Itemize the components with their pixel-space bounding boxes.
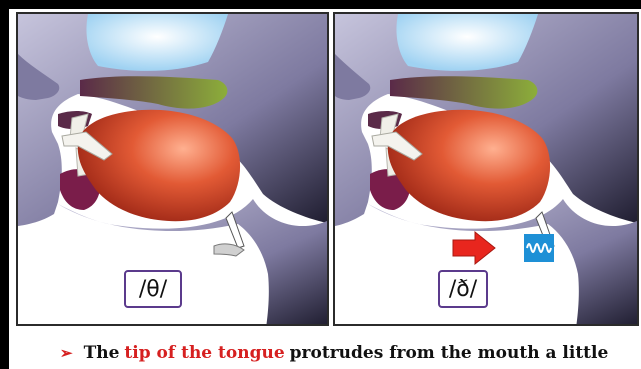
red-arrow-icon (453, 232, 495, 264)
nasal-cavity (86, 14, 228, 71)
eth-panel: /ð/ (333, 12, 639, 326)
tongue (78, 110, 240, 221)
tongue (388, 110, 550, 221)
caption-text-before: The (84, 343, 120, 363)
sound-wave-icon (524, 234, 554, 262)
phoneme-symbol-theta: /θ/ (124, 270, 182, 308)
slide-top-border (0, 0, 641, 9)
phoneme-symbol-eth: /ð/ (438, 270, 488, 308)
caption: ➢ The tip of the tongue protrudes from t… (60, 339, 635, 367)
nasal-cavity (396, 14, 538, 71)
slide-left-border (0, 0, 9, 369)
bullet-arrow-icon: ➢ (60, 344, 73, 362)
caption-text-after: protrudes from the mouth a little (290, 343, 609, 363)
caption-highlight: tip of the tongue (124, 343, 284, 363)
theta-panel: /θ/ (16, 12, 329, 326)
